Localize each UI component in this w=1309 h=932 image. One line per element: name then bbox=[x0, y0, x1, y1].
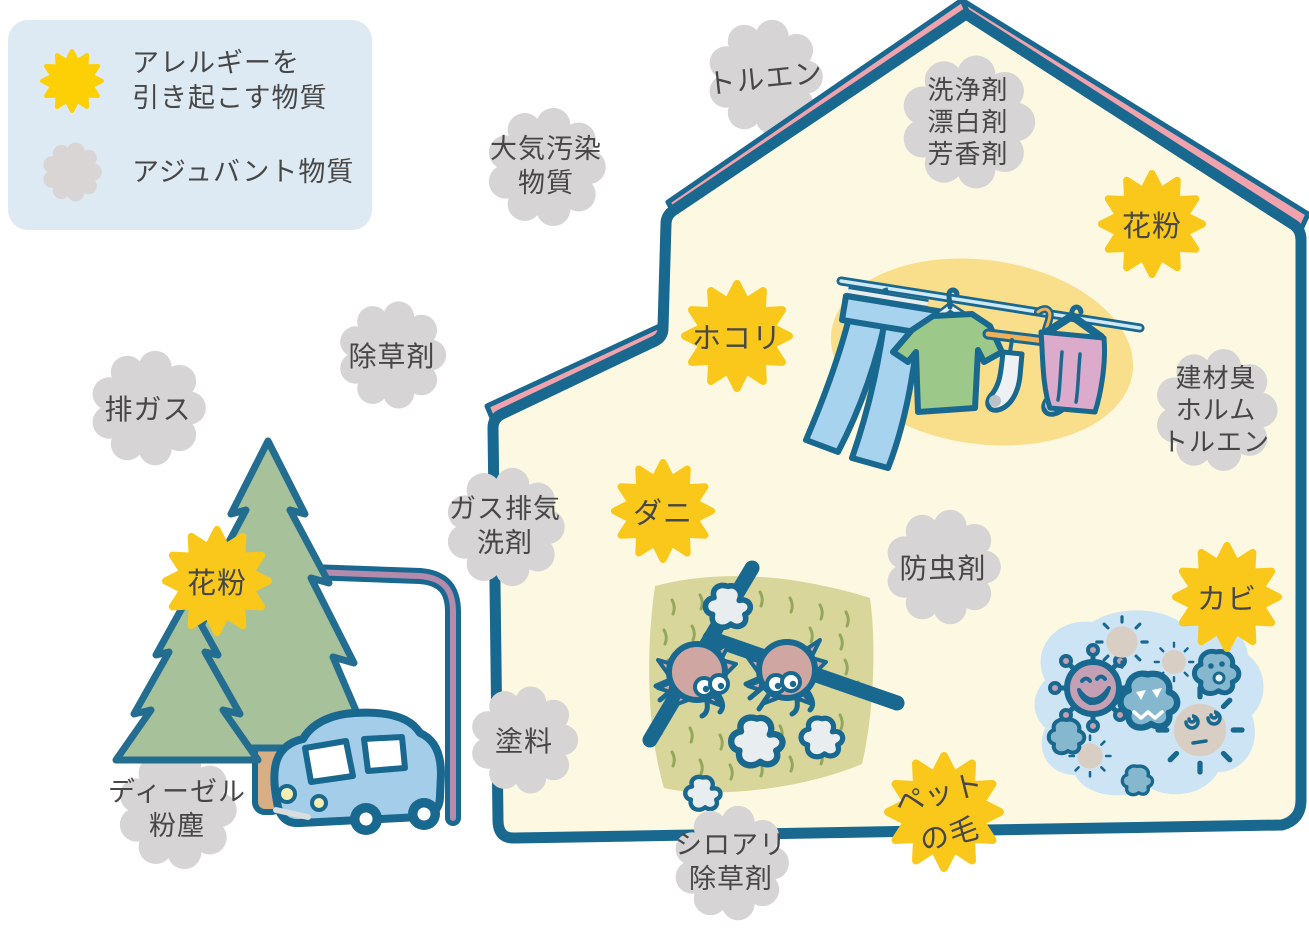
cloud-gas-detergent-label: ガス排気洗剤 bbox=[449, 494, 561, 558]
burst-mold-label: カビ bbox=[1196, 584, 1257, 616]
allergen-burst-pollen-house: 花粉 bbox=[1098, 170, 1206, 278]
adjuvant-cloud-cleaners: 洗浄剤漂白剤芳香剤 bbox=[896, 50, 1040, 194]
cloud-termite-label: シロアリ除草剤 bbox=[675, 830, 787, 894]
legend-adjuvant-row: アジュバント物質 bbox=[40, 140, 372, 204]
legend: アレルギーを 引き起こす物質 アジュバント物質 bbox=[8, 20, 372, 230]
cloud-air-pollution-label: 大気汚染物質 bbox=[490, 134, 602, 198]
allergen-burst-pet-hair: ペットの毛 bbox=[884, 752, 1004, 872]
cloud-herbicide-label: 除草剤 bbox=[348, 341, 436, 372]
adjuvant-cloud-diesel: ディーゼル粉塵 bbox=[108, 746, 245, 874]
cloud-cleaners-label: 洗浄剤漂白剤芳香剤 bbox=[927, 74, 1009, 170]
adjuvant-cloud-exhaust: 排ガス bbox=[86, 346, 210, 470]
legend-allergen-row: アレルギーを 引き起こす物質 bbox=[40, 46, 372, 116]
germ-faces bbox=[1132, 661, 1226, 720]
car-grille bbox=[273, 807, 311, 820]
burst-pollen-tree-label: 花粉 bbox=[186, 568, 247, 600]
sunburst-icon bbox=[40, 49, 104, 113]
allergen-burst-pollen-tree: 花粉 bbox=[162, 526, 272, 636]
adjuvant-cloud-building-materials: 建材臭ホルムトルエン bbox=[1150, 344, 1282, 476]
dust-mite bbox=[653, 640, 738, 719]
allergen-burst-dust: ホコリ bbox=[681, 280, 793, 392]
t-shirt bbox=[890, 287, 1005, 415]
tatami-mat bbox=[642, 560, 905, 810]
allergen-burst-mold: カビ bbox=[1172, 542, 1282, 652]
adjuvant-cloud-insect-repellent: 防虫剤 bbox=[881, 505, 1005, 629]
laundry-area bbox=[803, 258, 1145, 471]
adjuvant-cloud-herbicide: 除草剤 bbox=[334, 297, 450, 413]
car bbox=[270, 708, 445, 835]
germ-spiral-face bbox=[1158, 688, 1242, 772]
legend-allergen-label: アレルギーを 引き起こす物質 bbox=[132, 47, 328, 113]
car-foglight bbox=[310, 794, 328, 812]
allergen-burst-mite: ダニ bbox=[611, 459, 715, 563]
car-wheels bbox=[350, 798, 440, 835]
adjuvant-cloud-paint: 塗料 bbox=[466, 682, 582, 798]
mold-puddle bbox=[1034, 610, 1264, 797]
cloud-diesel-label: ディーゼル粉塵 bbox=[107, 777, 247, 841]
clothes-rod bbox=[836, 276, 1145, 333]
towel bbox=[1038, 304, 1107, 415]
dust-mite bbox=[743, 638, 828, 717]
burst-mite-label: ダニ bbox=[632, 498, 693, 530]
car-headlight bbox=[277, 784, 297, 804]
cloud-paint-label: 塗料 bbox=[494, 726, 553, 757]
scalloped-cloud-icon bbox=[43, 142, 102, 202]
cloud-exhaust-label: 排ガス bbox=[104, 394, 192, 425]
car-windshield bbox=[302, 738, 356, 785]
tree-small bbox=[112, 595, 262, 764]
legend-adjuvant-label: アジュバント物質 bbox=[132, 156, 355, 187]
car-window bbox=[361, 734, 408, 774]
adjuvant-cloud-termite: シロアリ除草剤 bbox=[669, 801, 793, 925]
burst-pollen-house-label: 花粉 bbox=[1121, 211, 1182, 243]
cloud-insect-repellent-label: 防虫剤 bbox=[899, 553, 987, 584]
cloud-building-materials-label: 建材臭ホルムトルエン bbox=[1161, 362, 1270, 458]
adjuvant-cloud-air-pollution: 大気汚染物質 bbox=[482, 103, 610, 231]
adjuvant-cloud-gas-detergent: ガス排気洗剤 bbox=[441, 463, 569, 591]
burst-dust-label: ホコリ bbox=[691, 323, 782, 355]
